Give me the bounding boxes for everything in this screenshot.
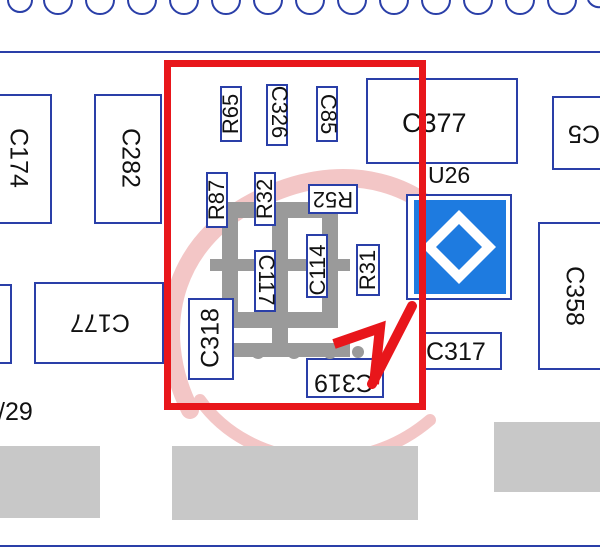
component-r31 <box>356 244 380 296</box>
red-check-arrow-icon <box>332 301 417 389</box>
label-c358: C358 <box>560 266 589 326</box>
pad-left <box>0 446 100 518</box>
component-c282 <box>94 94 162 224</box>
component-c85 <box>316 86 338 142</box>
label-v29: /29 <box>0 398 33 426</box>
component-c326 <box>266 84 288 146</box>
component-r52 <box>308 184 358 214</box>
highlight-box <box>164 60 426 410</box>
label-c177: C177 <box>70 308 130 337</box>
pad-right <box>494 422 600 492</box>
component-c377 <box>366 78 518 164</box>
component-u26 <box>406 194 512 300</box>
bottom-border <box>0 545 600 547</box>
component-c177 <box>34 282 164 364</box>
component-left-edge <box>0 284 12 364</box>
component-r65 <box>220 86 242 142</box>
component-c174 <box>0 94 52 224</box>
component-c317 <box>422 332 502 370</box>
watermark-dots <box>251 345 364 359</box>
component-c117 <box>254 250 276 312</box>
pad-center <box>172 446 418 520</box>
label-c282: C282 <box>116 128 145 188</box>
component-r32 <box>254 172 276 226</box>
component-c5 <box>552 96 600 170</box>
blue-chip-icon <box>414 200 506 294</box>
label-c317: C317 <box>426 338 486 366</box>
component-c114 <box>306 234 328 298</box>
component-c318 <box>188 298 234 380</box>
top-scallop-border <box>0 0 600 53</box>
label-c377: C377 <box>402 108 467 138</box>
label-c5: C5 <box>568 119 600 148</box>
component-c358 <box>538 222 600 370</box>
label-c174: C174 <box>4 128 33 188</box>
component-r87 <box>206 172 228 228</box>
label-u26: U26 <box>428 162 471 188</box>
